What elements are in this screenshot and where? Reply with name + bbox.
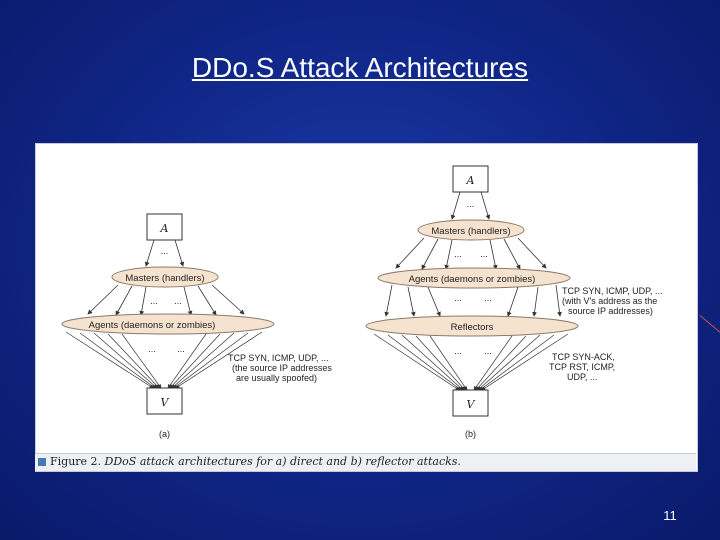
reflector-ellipsis-4b: ...	[484, 346, 492, 356]
reflector-masters-ellipse	[417, 219, 525, 241]
direct-ellipsis-3b: ...	[177, 344, 185, 354]
direct-ellipsis-2b: ...	[174, 296, 182, 306]
direct-attacker-box	[146, 213, 183, 241]
reflector-note1-line2: (with V's address as the	[562, 296, 657, 306]
caption-text: Figure 2. DDoS attack architectures for …	[50, 455, 461, 468]
direct-note-line1: TCP SYN, ICMP, UDP, ...	[228, 353, 329, 363]
direct-agents-ellipse	[61, 313, 275, 335]
reflector-victim-label: V	[467, 398, 476, 411]
reflector-sublabel: (b)	[465, 429, 476, 439]
reflector-attacker-label: A	[466, 174, 475, 187]
reflector-ellipsis-2a: ...	[454, 249, 462, 259]
reflector-ellipsis-2b: ...	[480, 249, 488, 259]
direct-victim-box	[146, 387, 183, 415]
reflector-ellipsis-3b: ...	[484, 293, 492, 303]
reflector-note2-line3: UDP, ...	[567, 372, 597, 382]
direct-note-line2: (the source IP addresses	[232, 363, 332, 373]
figure-panel: A ... Masters (handlers) ... ... Agents …	[35, 143, 698, 472]
figure-caption: Figure 2. DDoS attack architectures for …	[35, 453, 696, 471]
direct-ellipsis-1: ...	[161, 246, 169, 256]
direct-agents-label: Agents (daemons or zombies)	[89, 320, 216, 331]
reflector-note2-line2: TCP RST, ICMP,	[549, 362, 615, 372]
decorative-line	[699, 315, 720, 336]
caption-lead: Figure 2.	[50, 455, 102, 468]
direct-masters-label: Masters (handlers)	[125, 273, 204, 284]
direct-ellipsis-3a: ...	[148, 344, 156, 354]
reflector-ellipsis-4a: ...	[454, 346, 462, 356]
direct-attacker-label: A	[160, 222, 169, 235]
ddos-architecture-diagram: A ... Masters (handlers) ... ... Agents …	[61, 165, 663, 439]
reflector-reflectors-ellipse	[365, 315, 579, 337]
reflector-agents-label: Agents (daemons or zombies)	[409, 274, 536, 285]
caption-rest: DDoS attack architectures for a) direct …	[104, 455, 461, 468]
caption-marker	[38, 458, 46, 466]
direct-ellipsis-2a: ...	[150, 296, 158, 306]
reflector-victim-box	[452, 389, 489, 417]
reflector-note1-line3: source IP addresses)	[568, 306, 653, 316]
reflector-note1-line1: TCP SYN, ICMP, UDP, ...	[562, 286, 663, 296]
reflector-reflectors-label: Reflectors	[451, 322, 494, 333]
reflector-ellipsis-1: ...	[467, 199, 475, 209]
reflector-ellipsis-3a: ...	[454, 293, 462, 303]
direct-masters-ellipse	[111, 266, 219, 288]
page-number: 11	[663, 508, 677, 523]
reflector-attacker-box	[452, 165, 489, 193]
direct-attack-diagram: A ... Masters (handlers) ... ... Agents …	[61, 213, 332, 439]
direct-victim-label: V	[161, 396, 170, 409]
reflector-masters-label: Masters (handlers)	[431, 226, 510, 237]
reflector-attack-diagram: A ... Masters (handlers) ... ... Agents …	[365, 165, 663, 439]
reflector-note2-line1: TCP SYN-ACK,	[552, 352, 615, 362]
direct-sublabel: (a)	[159, 429, 170, 439]
reflector-agents-ellipse	[377, 267, 571, 289]
slide-title: DDo.S Attack Architectures	[191, 52, 529, 83]
direct-note-line3: are usually spoofed)	[236, 373, 317, 383]
